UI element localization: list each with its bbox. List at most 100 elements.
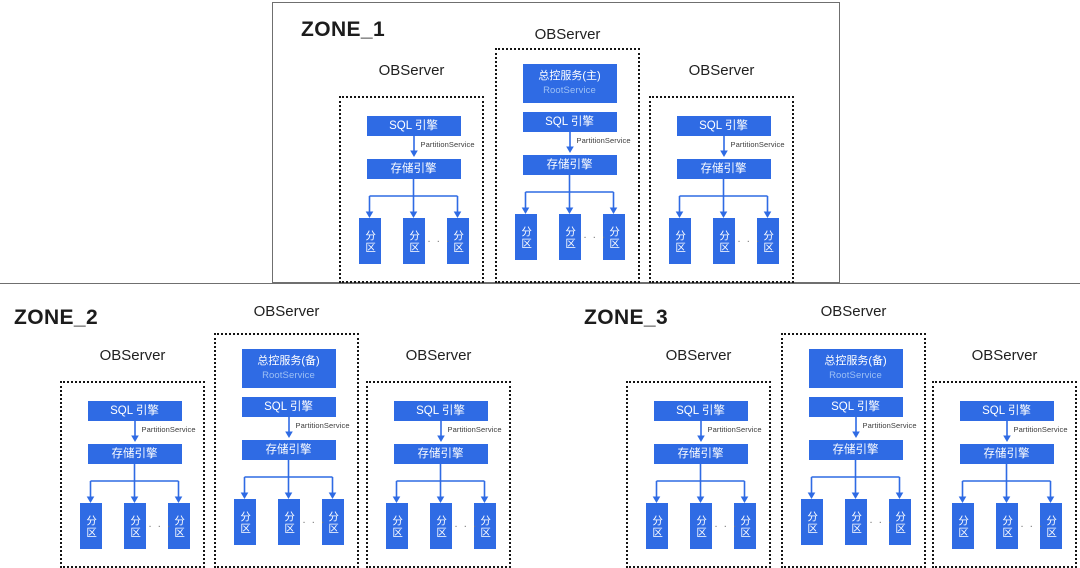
sql-engine-block: SQL 引擎: [87, 401, 182, 421]
observer-label: OBServer: [378, 62, 445, 79]
storage-to-partitions-connector: [392, 464, 489, 503]
root-service-title: 总控服务(主): [538, 70, 601, 83]
root-service-title: 总控服务(备): [257, 355, 320, 368]
partitions-ellipsis: . . .: [714, 518, 738, 530]
sql-engine-block: SQL 引擎: [959, 401, 1054, 421]
sql-to-storage-arrow: [851, 417, 860, 438]
observer-label: OBServer: [688, 62, 755, 79]
partition-block: 分区: [756, 218, 779, 264]
partitions-ellipsis: . . .: [869, 514, 893, 526]
sql-engine-block: SQL 引擎: [241, 397, 336, 417]
partition-block: 分区: [321, 499, 344, 545]
partition-service-label: PartitionService: [447, 425, 502, 434]
observer-label: OBServer: [971, 347, 1038, 364]
root-service-title: 总控服务(备): [824, 355, 887, 368]
partition-service-label: PartitionService: [730, 140, 785, 149]
sql-to-storage-arrow: [130, 421, 139, 442]
storage-engine-block: 存储引擎: [366, 159, 461, 179]
partition-block: 分区: [514, 214, 537, 260]
sql-engine-block: SQL 引擎: [393, 401, 488, 421]
partition-block: 分区: [800, 499, 823, 545]
partition-block: 分区: [385, 503, 408, 549]
sql-engine-block: SQL 引擎: [522, 112, 617, 132]
partition-block: 分区: [995, 503, 1018, 549]
partition-block: 分区: [402, 218, 425, 264]
observer-label: OBServer: [820, 303, 887, 320]
sql-engine-block: SQL 引擎: [366, 116, 461, 136]
sql-to-storage-arrow: [284, 417, 293, 438]
partition-block: 分区: [429, 503, 452, 549]
partition-block: 分区: [689, 503, 712, 549]
partition-block: 分区: [602, 214, 625, 260]
storage-engine-block: 存储引擎: [653, 444, 748, 464]
partition-block: 分区: [446, 218, 469, 264]
zone-title-zone3: ZONE_3: [584, 306, 669, 329]
partition-service-label: PartitionService: [1013, 425, 1068, 434]
partition-block: 分区: [712, 218, 735, 264]
zone-title-zone1: ZONE_1: [301, 18, 386, 41]
root-service-subtitle: RootService: [543, 84, 596, 96]
observer-label: OBServer: [253, 303, 320, 320]
partition-service-label: PartitionService: [420, 140, 475, 149]
storage-to-partitions-connector: [807, 460, 904, 499]
root-service-block: 总控服务(备)RootService: [241, 349, 336, 388]
partition-block: 分区: [233, 499, 256, 545]
storage-engine-block: 存储引擎: [393, 444, 488, 464]
storage-engine-block: 存储引擎: [808, 440, 903, 460]
storage-to-partitions-connector: [240, 460, 337, 499]
partitions-ellipsis: . . .: [737, 233, 761, 245]
partition-block: 分区: [358, 218, 381, 264]
storage-engine-block: 存储引擎: [522, 155, 617, 175]
sql-engine-block: SQL 引擎: [808, 397, 903, 417]
partitions-ellipsis: . . .: [148, 518, 172, 530]
storage-to-partitions-connector: [521, 175, 618, 214]
observer-label: OBServer: [665, 347, 732, 364]
partitions-ellipsis: . . .: [454, 518, 478, 530]
partition-service-label: PartitionService: [862, 421, 917, 430]
partition-block: 分区: [888, 499, 911, 545]
partitions-ellipsis: . . .: [302, 514, 326, 526]
partition-block: 分区: [645, 503, 668, 549]
partition-service-label: PartitionService: [576, 136, 631, 145]
storage-to-partitions-connector: [675, 179, 772, 218]
storage-to-partitions-connector: [365, 179, 462, 218]
observer-label: OBServer: [99, 347, 166, 364]
sql-to-storage-arrow: [1002, 421, 1011, 442]
root-service-block: 总控服务(备)RootService: [808, 349, 903, 388]
partition-block: 分区: [1039, 503, 1062, 549]
partition-service-label: PartitionService: [707, 425, 762, 434]
partition-service-label: PartitionService: [141, 425, 196, 434]
root-service-subtitle: RootService: [262, 369, 315, 381]
storage-to-partitions-connector: [958, 464, 1055, 503]
sql-to-storage-arrow: [696, 421, 705, 442]
partition-block: 分区: [951, 503, 974, 549]
storage-engine-block: 存储引擎: [676, 159, 771, 179]
sql-to-storage-arrow: [436, 421, 445, 442]
storage-engine-block: 存储引擎: [241, 440, 336, 460]
sql-to-storage-arrow: [565, 132, 574, 153]
partition-block: 分区: [473, 503, 496, 549]
sql-to-storage-arrow: [719, 136, 728, 157]
partition-block: 分区: [167, 503, 190, 549]
partition-block: 分区: [123, 503, 146, 549]
sql-engine-block: SQL 引擎: [676, 116, 771, 136]
zone-title-zone2: ZONE_2: [14, 306, 99, 329]
partition-block: 分区: [277, 499, 300, 545]
observer-label: OBServer: [405, 347, 472, 364]
partition-block: 分区: [733, 503, 756, 549]
partition-service-label: PartitionService: [295, 421, 350, 430]
storage-engine-block: 存储引擎: [959, 444, 1054, 464]
storage-to-partitions-connector: [652, 464, 749, 503]
partition-block: 分区: [79, 503, 102, 549]
storage-engine-block: 存储引擎: [87, 444, 182, 464]
partitions-ellipsis: . . .: [427, 233, 451, 245]
